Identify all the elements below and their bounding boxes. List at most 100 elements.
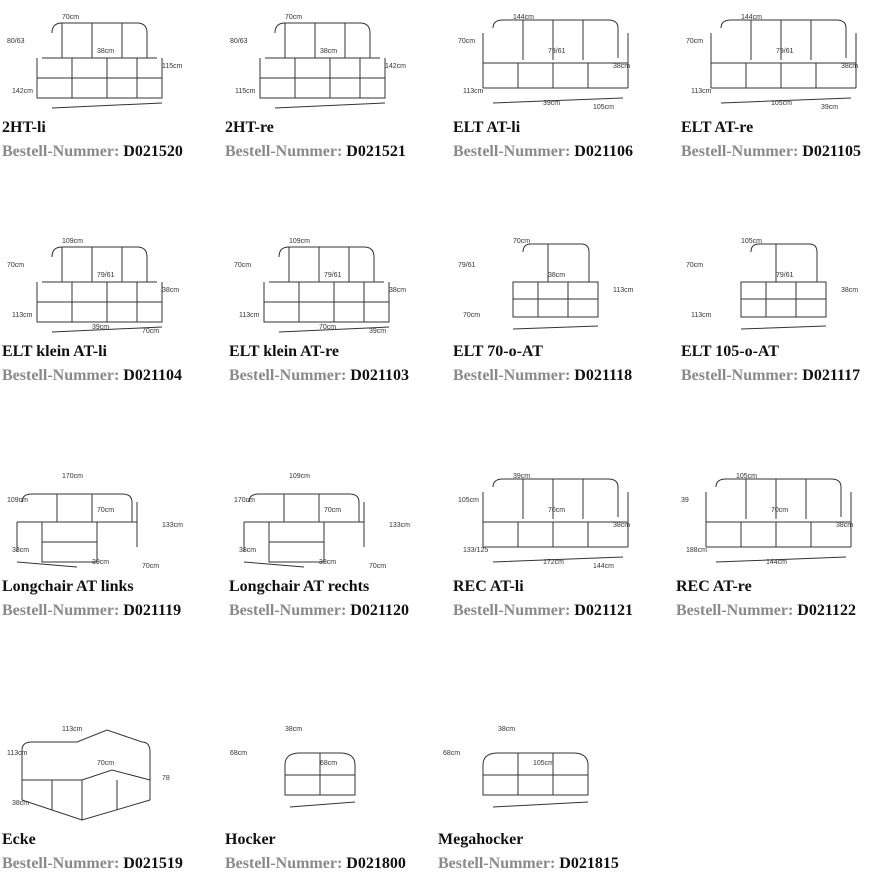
dimension-label: 70cm [319, 324, 336, 331]
dimension-label: 70cm [142, 328, 159, 335]
dimension-label: 70cm [458, 38, 475, 45]
dimension-label: 115cm [162, 63, 183, 70]
order-number: Bestell-Nummer: D021106 [453, 143, 633, 161]
dimension-label: 113cm [463, 88, 484, 95]
dimension-label: 38cm [613, 522, 630, 529]
dimension-label: 39cm [513, 473, 530, 480]
dimension-label: 70cm [285, 14, 302, 21]
dimension-label: 142cm [12, 88, 33, 95]
dimension-label: 113cm [62, 726, 83, 733]
dimension-label: 79/61 [97, 272, 115, 279]
dimension-label: 70cm [234, 262, 251, 269]
order-number-value: D021106 [574, 143, 633, 160]
order-number: Bestell-Nummer: D021815 [438, 855, 619, 873]
dimension-label: 70cm [7, 262, 24, 269]
order-label: Bestell-Nummer: [2, 855, 120, 872]
order-label: Bestell-Nummer: [453, 367, 571, 384]
order-number-value: D021119 [123, 602, 182, 619]
product-name: ELT AT-li [453, 119, 521, 136]
dimension-label: 109cm [62, 238, 83, 245]
dimension-label: 133cm [162, 522, 183, 529]
dimension-label: 38cm [12, 547, 29, 554]
dimension-label: 70cm [97, 760, 114, 767]
dimension-label: 105cm [458, 497, 479, 504]
dimension-label: 79/61 [324, 272, 342, 279]
order-number: Bestell-Nummer: D021119 [2, 602, 181, 620]
product-name: ELT AT-re [681, 119, 754, 136]
product-name: REC AT-li [453, 578, 524, 595]
dimension-label: 188cm [686, 547, 707, 554]
dimension-label: 79/61 [548, 48, 566, 55]
dimension-label: 38cm [498, 726, 515, 733]
order-number: Bestell-Nummer: D021800 [225, 855, 406, 873]
dimension-label: 105cm [741, 238, 762, 245]
dimension-label: 39cm [319, 559, 336, 566]
dimension-label: 80/63 [7, 38, 25, 45]
dimension-label: 39cm [821, 104, 838, 111]
dimension-label: 79/61 [776, 272, 794, 279]
dimension-label: 105cm [533, 760, 554, 767]
dimension-label: 39 [681, 497, 689, 504]
product-name: 2HT-re [225, 119, 274, 136]
order-number: Bestell-Nummer: D021122 [676, 602, 856, 620]
order-number-value: D021103 [350, 367, 409, 384]
dimension-label: 78 [162, 775, 170, 782]
product-drawing: 70cm 80/63 38cm 115cm 142cm [2, 13, 202, 118]
dimension-label: 70cm [513, 238, 530, 245]
order-label: Bestell-Nummer: [676, 602, 794, 619]
dimension-label: 39cm [92, 324, 109, 331]
dimension-label: 113cm [7, 750, 28, 757]
dimension-label: 109cm [289, 473, 310, 480]
dimension-label: 38cm [389, 287, 406, 294]
dimension-label: 38cm [320, 48, 337, 55]
dimension-label: 38cm [613, 63, 630, 70]
product-name: ELT 105-o-AT [681, 343, 779, 360]
order-label: Bestell-Nummer: [681, 143, 799, 160]
order-number-value: D021120 [350, 602, 409, 619]
order-number-value: D021519 [123, 855, 183, 872]
dimension-label: 38cm [97, 48, 114, 55]
dimension-label: 109cm [289, 238, 310, 245]
dimension-label: 70cm [62, 14, 79, 21]
order-label: Bestell-Nummer: [453, 602, 571, 619]
dimension-label: 68cm [320, 760, 337, 767]
dimension-label: 144cm [766, 559, 787, 566]
order-number: Bestell-Nummer: D021521 [225, 143, 406, 161]
dimension-label: 70cm [97, 507, 114, 514]
dimension-label: 70cm [548, 507, 565, 514]
order-number: Bestell-Nummer: D021103 [229, 367, 409, 385]
dimension-label: 70cm [463, 312, 480, 319]
product-name: Hocker [225, 831, 276, 848]
dimension-label: 113cm [239, 312, 260, 319]
dimension-label: 38cm [836, 522, 853, 529]
order-number: Bestell-Nummer: D021105 [681, 143, 861, 161]
dimension-label: 170cm [62, 473, 83, 480]
dimension-label: 172cm [543, 559, 564, 566]
order-number-value: D021800 [346, 855, 406, 872]
dimension-label: 39cm [369, 328, 386, 335]
dimension-label: 113cm [691, 88, 712, 95]
dimension-label: 70cm [686, 38, 703, 45]
dimension-label: 38cm [285, 726, 302, 733]
dimension-label: 70cm [142, 563, 159, 570]
dimension-label: 38cm [239, 547, 256, 554]
dimension-label: 79/61 [776, 48, 794, 55]
dimension-label: 144cm [741, 14, 762, 21]
order-number: Bestell-Nummer: D021120 [229, 602, 409, 620]
order-number-value: D021122 [797, 602, 856, 619]
dimension-label: 144cm [513, 14, 534, 21]
order-number-value: D021105 [802, 143, 861, 160]
